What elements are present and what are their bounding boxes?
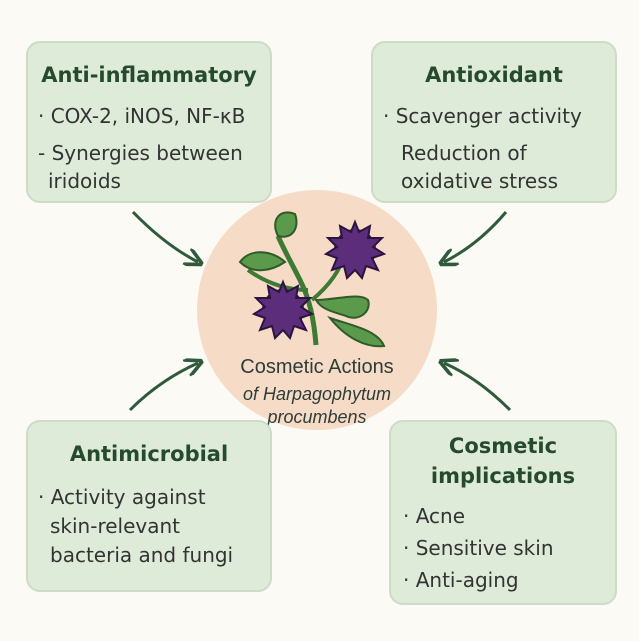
arrow-top-right: [444, 211, 508, 262]
center-circle: [197, 190, 437, 430]
plant-illustration: [238, 211, 387, 348]
card-title: Antioxidant: [425, 63, 563, 87]
card-list-item: · Acne: [403, 504, 466, 528]
card-line: · Scavenger activity: [383, 104, 582, 128]
card-list-item: · Sensitive skin: [403, 536, 554, 560]
card-title: Anti-inflammatory: [41, 63, 257, 87]
card-line: · COX-2, iNOS, NF-κB: [38, 104, 246, 128]
center-subtitle-line-2: procumbens: [267, 407, 367, 427]
card-antimicrobial: Antimicrobial · Activity against skin-re…: [26, 420, 272, 592]
card-line: iridoids: [48, 169, 121, 193]
card-line: · Activity against: [38, 485, 206, 509]
fruit-left: [251, 279, 315, 340]
arrow-top-left: [131, 210, 198, 262]
card-title: Antimicrobial: [69, 442, 229, 466]
card-anti-inflammatory: Anti-inflammatory · COX-2, iNOS, NF-κB -…: [26, 41, 272, 203]
card-line: skin-relevant: [50, 514, 181, 538]
arrow-bottom-right: [444, 363, 512, 412]
center-title: Cosmetic Actions: [240, 356, 394, 378]
card-line: bacteria and fungi: [50, 543, 234, 567]
card-line: - Synergies between: [38, 141, 243, 165]
card-line: oxidative stress: [401, 169, 559, 193]
card-cosmetic-implications: Cosmetic implications · Acne · Sensitive…: [389, 420, 617, 605]
card-list-item: · Anti-aging: [403, 568, 519, 592]
fruit-top-right: [323, 219, 387, 280]
card-title-line-1: Cosmetic: [448, 434, 558, 458]
card-antioxidant: Antioxidant · Scavenger activity Reducti…: [371, 41, 617, 203]
arrow-bottom-left: [128, 363, 198, 412]
card-line: Reduction of: [401, 141, 527, 165]
center-subtitle-line-1: of Harpagophytum: [242, 384, 392, 404]
card-title-line-2: implications: [430, 464, 576, 488]
